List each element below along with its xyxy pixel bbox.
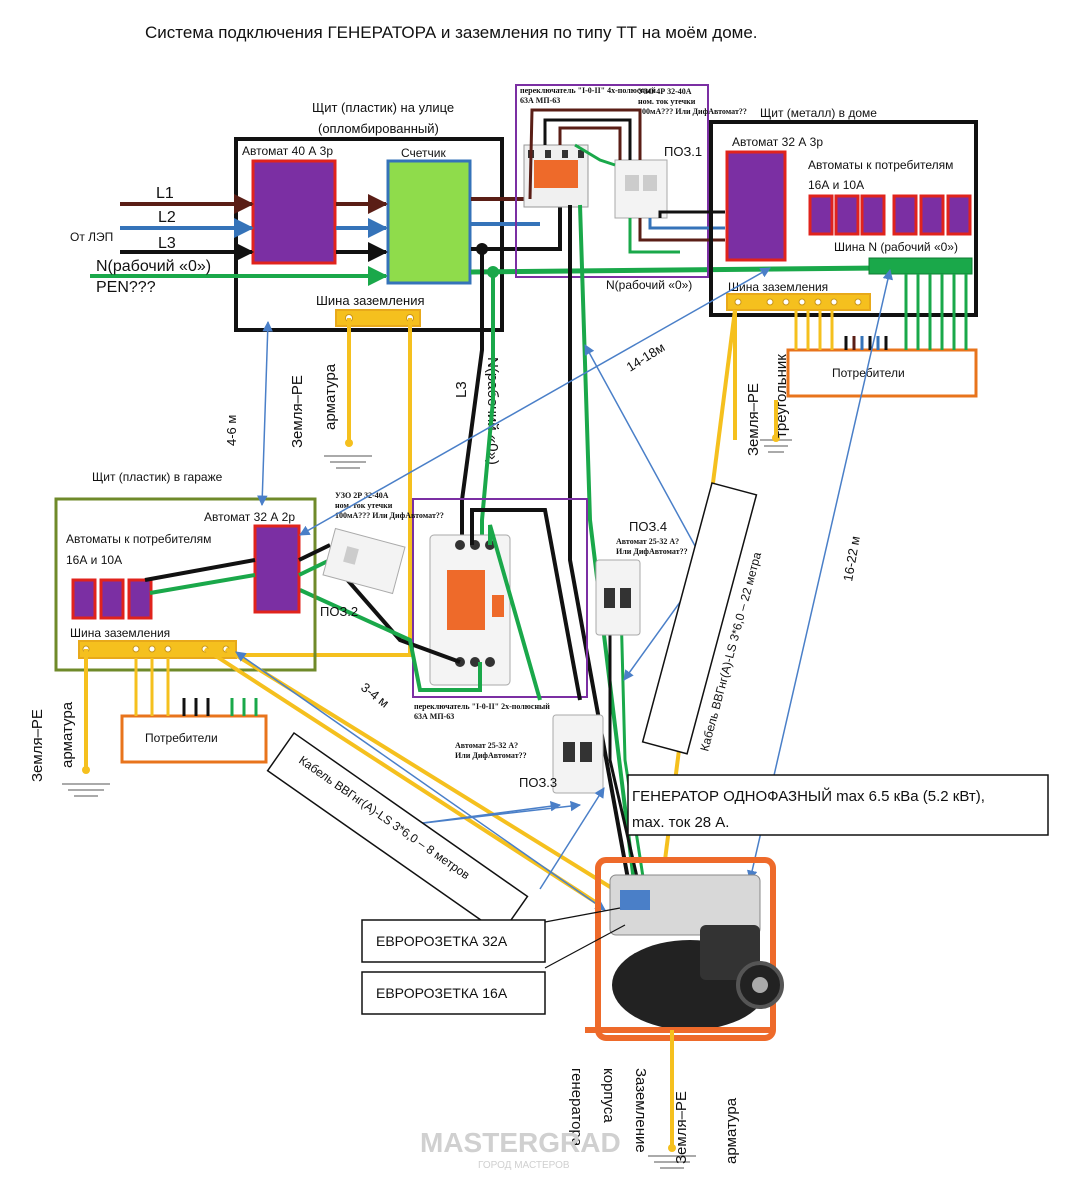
source-label: От ЛЭП [70,230,113,244]
socket-16a-box [361,971,546,1015]
l2-label: L2 [158,209,176,226]
dist-house-gen: 16-22 м [840,535,863,583]
garage-ground-bus-label: Шина заземления [70,626,170,640]
garage-consumer-breakers [71,578,153,620]
cable-8m-label: Кабель ВВГнг(А)-LS 3*6,0 – 8 метров [296,753,472,882]
garage-panel-title: Щит (пластик) в гараже [92,470,223,484]
house-consumers-breakers-2: 16А и 10А [808,178,864,192]
house-breaker-32a [725,150,787,262]
street-breaker-40a [251,159,337,265]
neutral-label-top: N(рабочий «0») [606,278,692,292]
dist-arrow-garage-house [299,267,771,536]
gen-ground-1: генератора [568,1068,585,1147]
rcd-icon [614,159,668,219]
cable-22m-box [641,482,758,755]
breaker-icon [552,714,604,794]
socket-16a-label: ЕВРОРОЗЕТКА 16А [376,985,508,1001]
house-consumer-breakers [808,194,972,236]
l3-label: L3 [158,235,176,252]
garage-panel [54,497,317,672]
street-ground-pe: Земля–PE [289,375,306,448]
pen-label: PEN??? [96,279,156,296]
rcd-note-top: УЗО 4Р 32-40А ном. ток утечки 100мА??? И… [638,87,747,116]
pos4-label: ПОЗ.4 [629,519,667,534]
house-consumers-label: Потребители [832,366,905,380]
watermark-sub: ГОРОД МАСТЕРОВ [478,1160,570,1171]
meter-label: Счетчик [401,146,447,160]
page-title: Система подключения ГЕНЕРАТОРА и заземле… [145,23,758,42]
pos2-label: ПОЗ.2 [320,604,358,619]
house-consumers-breakers-1: Автоматы к потребителям [808,158,953,172]
neutral-label: N(рабочий «0») [96,258,211,275]
breaker-icon [595,559,641,636]
street-rebar: арматура [322,363,339,430]
street-panel-title-2: (опломбированный) [318,121,439,136]
socket-32a-box [361,919,546,963]
dist-arrow-street-garage [257,320,273,507]
dist-garage-house: 14-18м [624,339,668,374]
switch-note-top: переключатель "I-0-II" 4х-полюсный 63А М… [520,86,658,105]
ground-symbol-icon [648,1155,696,1169]
socket-32a-label: ЕВРОРОЗЕТКА 32А [376,933,508,949]
pos3-label: ПОЗ.3 [519,775,557,790]
house-breaker-label: Автомат 32 А 3р [732,135,823,149]
house-triangle: треугольник [773,354,790,438]
dist-street-garage: 4-6 м [224,415,239,446]
ground-symbol-icon [62,783,110,797]
cable-8m-box [266,731,529,936]
gen-ground-pe: Земля–PE [673,1091,690,1164]
pos4-note: Автомат 25-32 А? Или ДифАвтомат?? [616,537,688,556]
garage-consumers-label: Потребители [145,731,218,745]
garage-ground-pe: Земля–PE [29,709,46,782]
garage-rebar: арматура [59,701,76,768]
street-ground-bus-label: Шина заземления [316,293,425,308]
pos1-label: ПОЗ.1 [664,144,702,159]
garage-breaker-32a [253,524,301,614]
garage-ground-bus [78,640,237,659]
n-bus [868,257,973,275]
generator-icon [585,857,784,1041]
house-panel-title: Щит (металл) в доме [760,106,877,120]
switch-icon [523,144,589,208]
l1-label: L1 [156,185,174,202]
rcd-icon [322,527,406,595]
garage-breaker-label: Автомат 32 А 2р [204,510,295,524]
house-ground-bus-label: Шина заземления [728,280,828,294]
dist-garage-gen: 3-4 м [358,680,392,711]
n-bus-label: Шина N (рабочий «0») [834,240,958,254]
switch-note-mid: переключатель "I-0-II" 2х-полюсный 63А М… [414,702,552,721]
street-panel-title-1: Щит (пластик) на улице [312,100,454,115]
generator-spec-1: ГЕНЕРАТОР ОДНОФАЗНЫЙ max 6.5 кВа (5.2 кВ… [632,787,985,805]
gen-ground-2: корпуса [600,1068,617,1123]
generator-spec-box [627,774,1049,836]
gen-rebar: арматура [723,1097,740,1164]
watermark-main: MASTERGRAD [420,1127,621,1158]
house-ground-pe: Земля–PE [745,383,762,456]
garage-consumers-breakers-2: 16А и 10А [66,553,122,567]
ground-symbol-icon [324,455,372,469]
garage-consumers-breakers-1: Автоматы к потребителям [66,532,211,546]
gen-ground-3: Заземление [632,1068,649,1153]
l3-vertical: L3 [453,381,470,398]
pos3-note: Автомат 25-32 А? Или ДифАвтомат?? [455,741,527,760]
dist-arrow-garage-gen [235,651,606,911]
street-breaker-label: Автомат 40 А 3р [242,144,333,158]
electricity-meter [386,159,472,285]
generator-spec-2: max. ток 28 А. [632,814,729,831]
